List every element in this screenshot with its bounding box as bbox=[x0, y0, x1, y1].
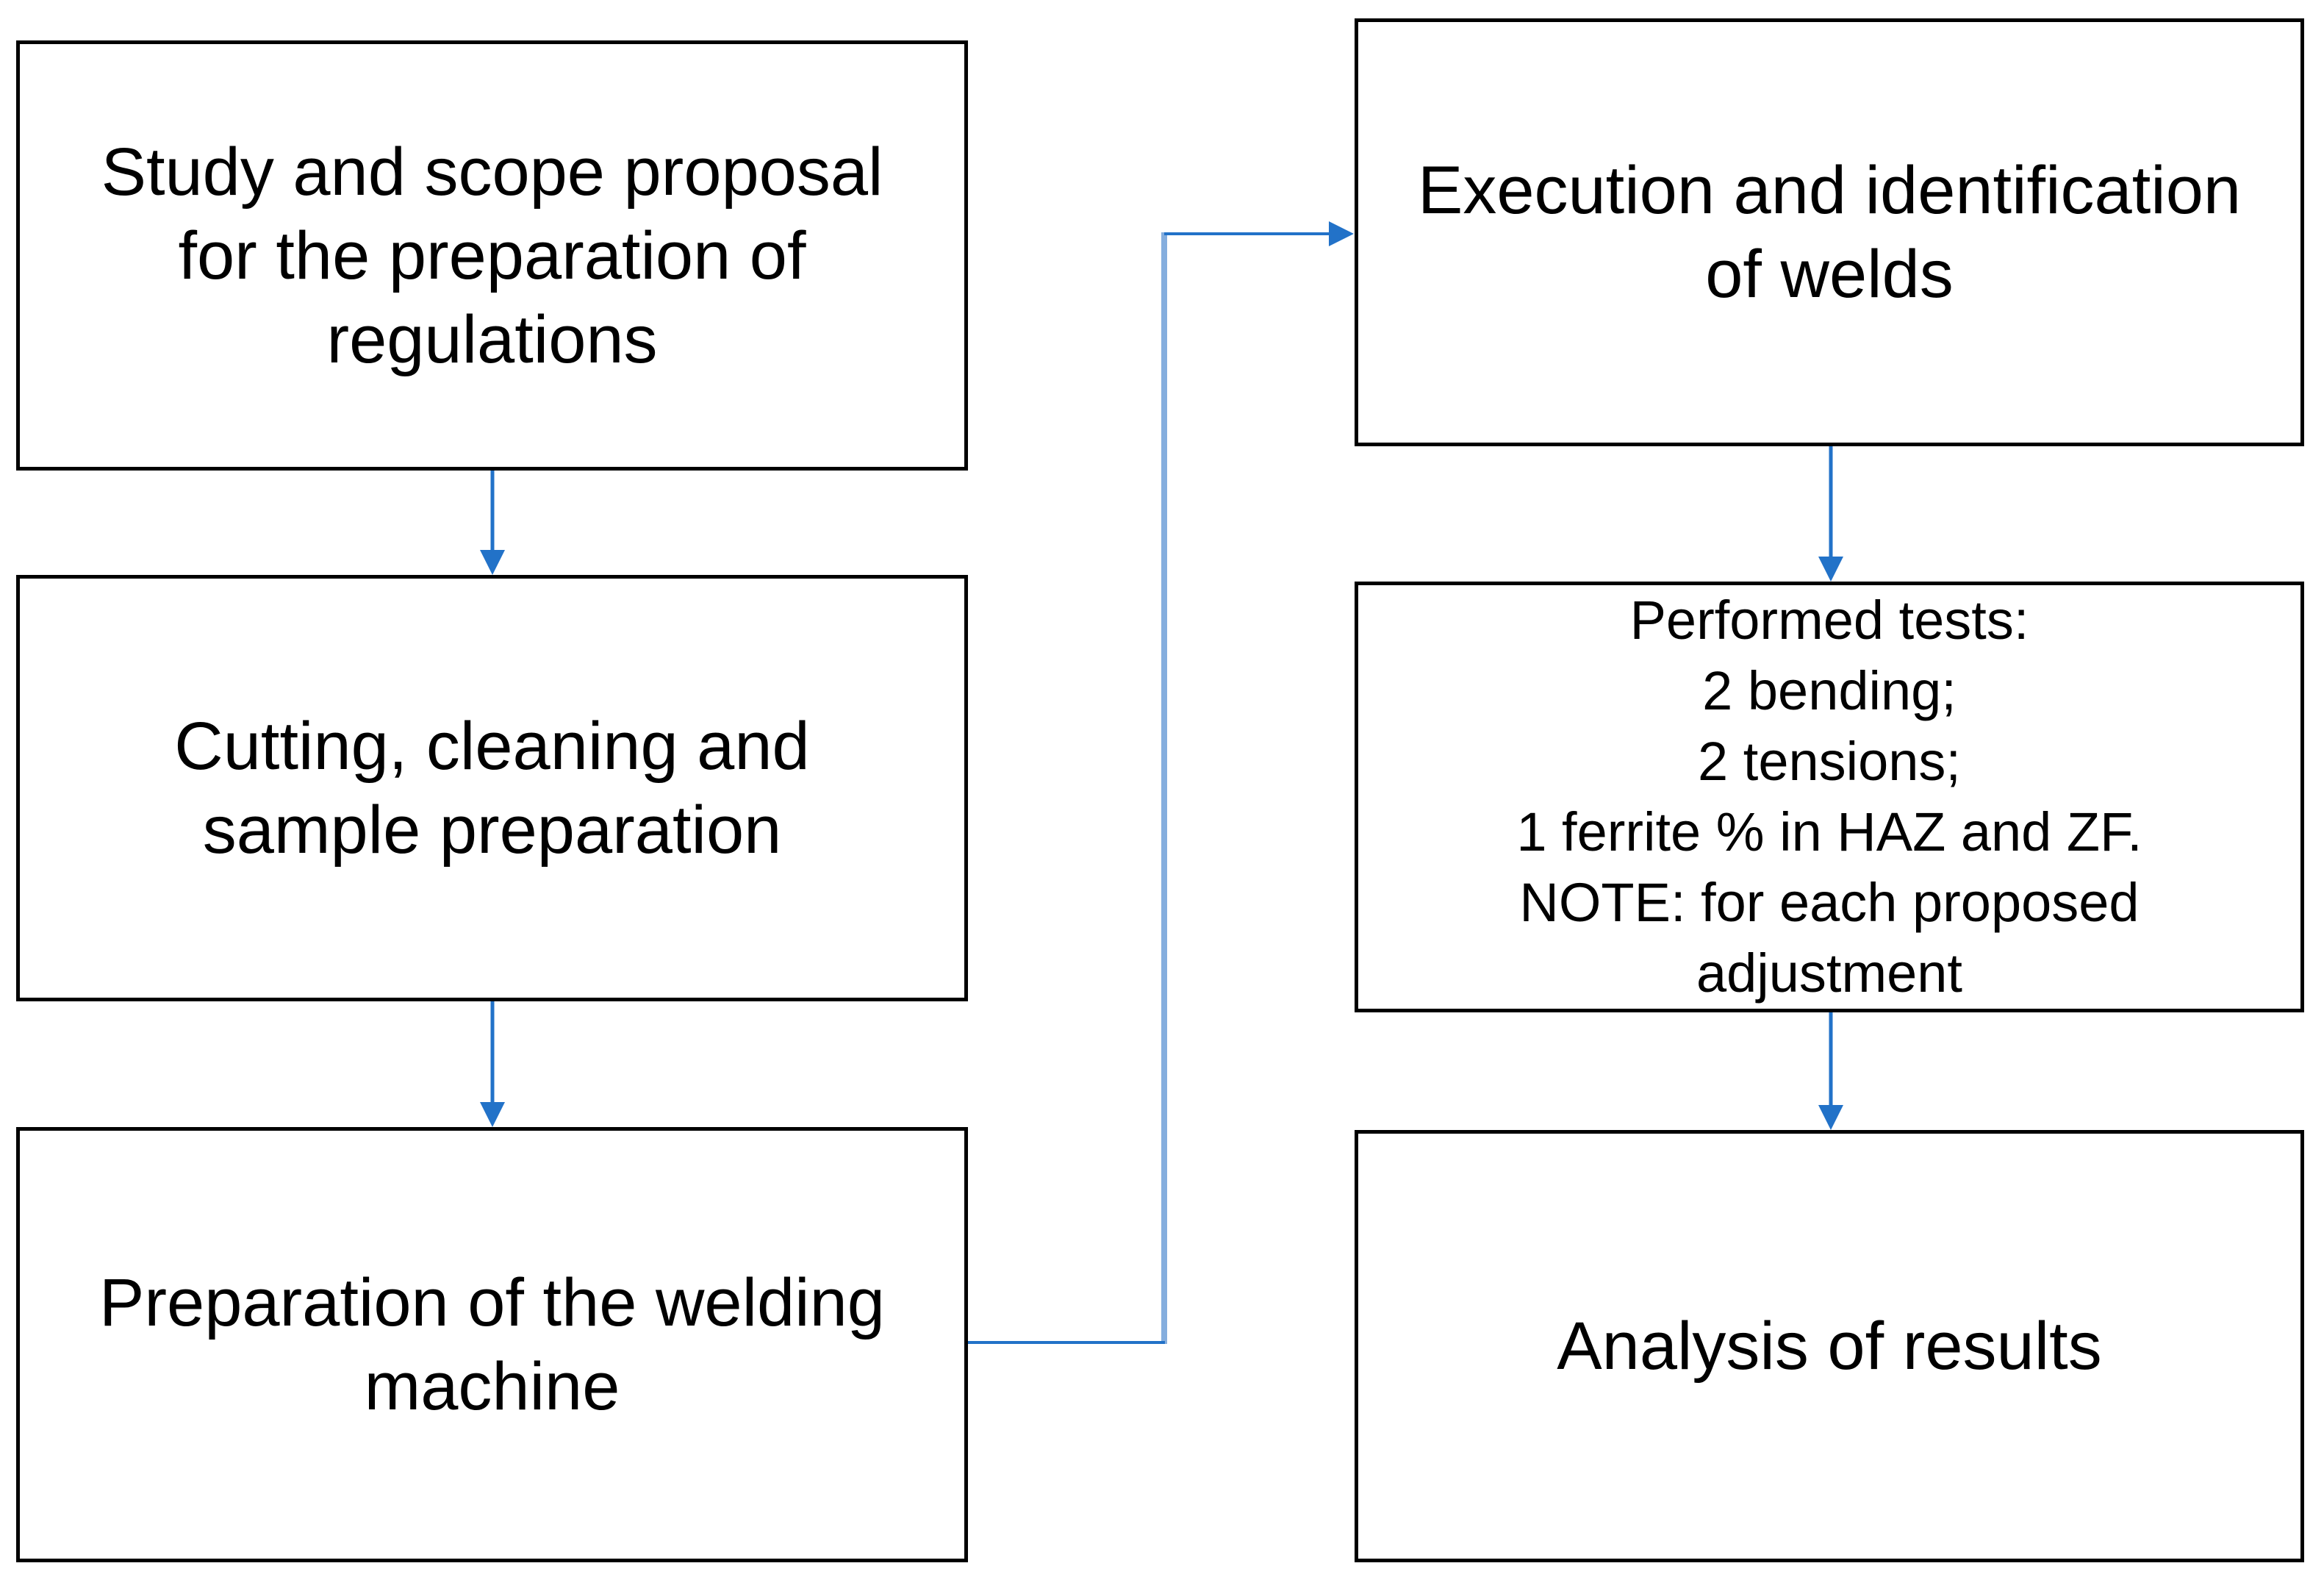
box-text-line: Execution and identification bbox=[1417, 153, 2242, 228]
down-arrow-execution-to-tests bbox=[1818, 446, 1843, 582]
arrow-shaft bbox=[490, 471, 495, 553]
down-arrow-tests-to-analysis bbox=[1818, 1012, 1843, 1130]
box-text-line: Study and scope proposal bbox=[101, 134, 883, 210]
arrow-head-right-icon bbox=[1329, 221, 1354, 246]
box-text-line: 1 ferrite % in HAZ and ZF. bbox=[1516, 801, 2142, 862]
arrow-shaft bbox=[490, 1001, 495, 1105]
box-text-line: Preparation of the welding bbox=[99, 1265, 885, 1340]
down-arrow-cutting-to-preparation bbox=[480, 1001, 505, 1127]
box-text-line: Analysis of results bbox=[1557, 1309, 2102, 1384]
flow-box-study-scope-proposal: Study and scope proposal for the prepara… bbox=[16, 40, 968, 471]
arrow-head-down-icon bbox=[480, 1102, 505, 1127]
arrow-shaft bbox=[1829, 1012, 1833, 1108]
flow-box-welding-machine-preparation: Preparation of the welding machine bbox=[16, 1127, 968, 1562]
box-text-line: regulations bbox=[326, 301, 658, 377]
flow-box-performed-tests: Performed tests: 2 bending; 2 tensions; … bbox=[1355, 582, 2304, 1012]
box-text-line: sample preparation bbox=[202, 793, 782, 868]
connector-preparation-to-execution-start-segment bbox=[968, 1341, 1165, 1344]
box-text-line: NOTE: for each proposed bbox=[1519, 872, 2140, 933]
arrow-head-down-icon bbox=[1818, 1105, 1843, 1130]
arrow-head-down-icon bbox=[1818, 557, 1843, 582]
arrow-head-down-icon bbox=[480, 550, 505, 575]
flow-box-analysis-results: Analysis of results bbox=[1355, 1130, 2304, 1562]
connector-preparation-to-execution-end-segment bbox=[1164, 232, 1329, 235]
box-text-line: 2 bending; bbox=[1702, 660, 1957, 721]
box-text-line: Performed tests: bbox=[1629, 590, 2029, 651]
connector-preparation-to-execution-vertical-segment bbox=[1161, 232, 1167, 1344]
box-text-line: of welds bbox=[1705, 237, 1954, 312]
box-text-line: Cutting, cleaning and bbox=[174, 709, 810, 784]
box-text-line: 2 tensions; bbox=[1698, 731, 1961, 792]
box-text-line: machine bbox=[364, 1349, 620, 1424]
box-text-line: for the preparation of bbox=[178, 218, 806, 293]
box-text-line: adjustment bbox=[1696, 943, 1962, 1004]
down-arrow-study-to-cutting bbox=[480, 471, 505, 575]
flow-box-cutting-cleaning: Cutting, cleaning and sample preparation bbox=[16, 575, 968, 1001]
flow-box-execution-identification: Execution and identification of welds bbox=[1355, 18, 2304, 446]
arrow-shaft bbox=[1829, 446, 1833, 559]
